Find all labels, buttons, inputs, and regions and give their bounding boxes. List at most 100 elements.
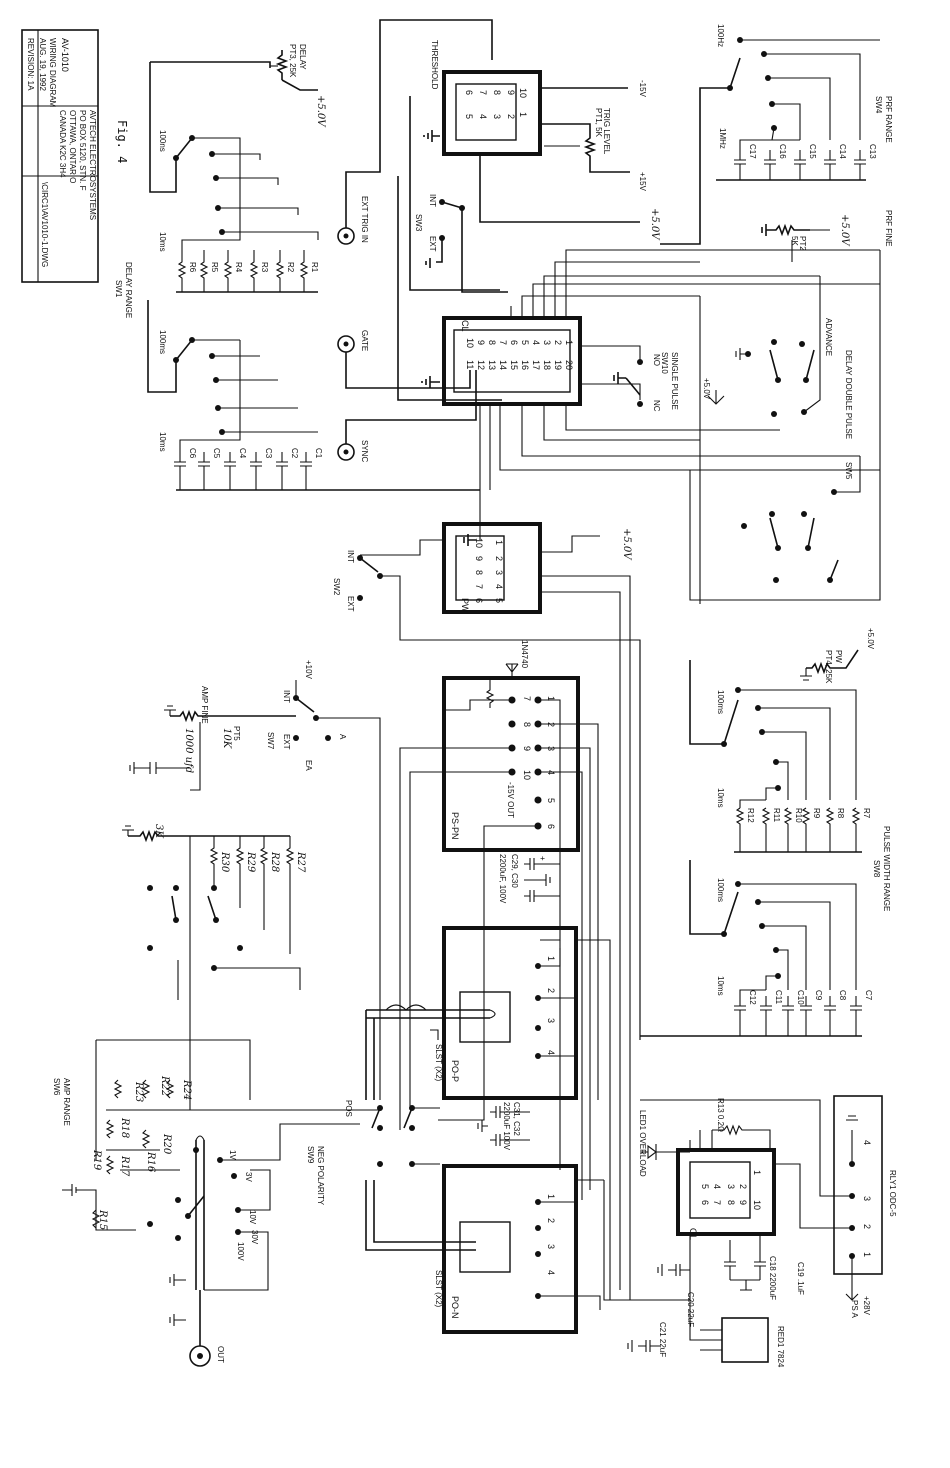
- svg-text:5: 5: [464, 114, 474, 119]
- svg-text:EXT: EXT: [346, 596, 355, 612]
- svg-text:C29, C30: C29, C30: [510, 854, 519, 888]
- svg-text:1000 ufd: 1000 ufd: [183, 728, 194, 773]
- svg-text:SW10: SW10: [660, 352, 669, 374]
- ol-connector: OL 1 2 3 4 5 10 9 8 7 6: [676, 1130, 776, 1240]
- svg-text:A: A: [338, 734, 347, 740]
- svg-text:GATE: GATE: [360, 330, 369, 351]
- svg-text:100V: 100V: [236, 1242, 245, 1261]
- svg-text:10V: 10V: [248, 1210, 257, 1225]
- svg-text:R13 0.2Ω: R13 0.2Ω: [716, 1098, 725, 1132]
- svg-text:2: 2: [738, 1184, 748, 1189]
- svg-text:SW8: SW8: [872, 860, 881, 878]
- svg-text:PW: PW: [834, 650, 843, 663]
- svg-text:2: 2: [506, 114, 516, 119]
- svg-text:ADVANCE: ADVANCE: [824, 318, 833, 356]
- svg-text:C2: C2: [290, 448, 299, 459]
- caps-c31-c32: C31, C32 2200uF 100V: [477, 1102, 530, 1151]
- title-block: AV-1010 WIRING DIAGRAM AUG. 19, 1992 REV…: [21, 29, 99, 283]
- svg-text:+5.0V: +5.0V: [649, 208, 660, 241]
- svg-text:INT: INT: [282, 690, 291, 703]
- sw3-int-ext: INT EXT SW3: [414, 194, 508, 293]
- svg-text:20: 20: [564, 360, 574, 370]
- svg-text:SW7: SW7: [266, 732, 275, 750]
- title-address2: OTTAWA, ONTARIO: [68, 110, 77, 183]
- svg-text:4: 4: [478, 114, 488, 119]
- svg-text:10ms: 10ms: [158, 232, 167, 252]
- svg-text:3V: 3V: [244, 1172, 253, 1182]
- svg-text:10: 10: [518, 88, 528, 98]
- svg-text:18: 18: [542, 360, 552, 370]
- svg-text:SW9: SW9: [306, 1146, 315, 1164]
- svg-text:R6: R6: [188, 262, 197, 273]
- delay-resistors: R6 R5 R4 R3 R2 R1: [176, 145, 319, 293]
- prf-fine-pot: PRF FINE PT2 5K +5.0V: [761, 210, 893, 262]
- sw7-amp-fine: +10V INT EXT SW7 A EA AMP FINE PT5 10K 1…: [129, 660, 381, 1100]
- svg-text:4: 4: [531, 340, 541, 345]
- svg-text:R22: R22: [159, 1075, 170, 1096]
- svg-text:16: 16: [520, 360, 530, 370]
- cl-connector: CL 1 2 3 4 5 6 7 8 9 10 20 19 18 17 16 1…: [421, 249, 880, 540]
- svg-text:+10V: +10V: [304, 660, 313, 680]
- svg-text:1: 1: [546, 696, 556, 701]
- svg-text:6: 6: [700, 1200, 710, 1205]
- svg-text:CL: CL: [460, 320, 470, 332]
- svg-text:13: 13: [487, 360, 497, 370]
- svg-text:R15: R15: [97, 1209, 108, 1230]
- svg-text:4: 4: [494, 584, 504, 589]
- svg-text:PT5: PT5: [232, 726, 241, 741]
- title-model: AV-1010: [60, 38, 70, 72]
- svg-text:2200uF 100V: 2200uF 100V: [502, 1102, 511, 1151]
- svg-text:5: 5: [520, 340, 530, 345]
- svg-text:SYNC: SYNC: [360, 440, 369, 462]
- svg-text:R10: R10: [794, 808, 803, 823]
- svg-text:R23: R23: [133, 1081, 144, 1102]
- title-address3: CANADA K2C 3H4: [58, 110, 67, 178]
- svg-text:PS A: PS A: [850, 1300, 859, 1318]
- svg-text:R11: R11: [772, 808, 781, 823]
- svg-text:C17: C17: [748, 144, 757, 159]
- relay-rly1: RLY1 ODC-5 4 3 2 1 +28V PS A: [640, 1095, 897, 1318]
- amp-selector-resistors: 3K R30 R29 R28 R27: [122, 824, 380, 1111]
- svg-text:R27: R27: [295, 851, 306, 873]
- svg-text:R20: R20: [161, 1133, 172, 1155]
- r13: R13 0.2Ω: [711, 1098, 771, 1150]
- svg-text:8: 8: [487, 340, 497, 345]
- svg-text:PRF RANGE: PRF RANGE: [884, 96, 893, 143]
- svg-text:2: 2: [494, 556, 504, 561]
- svg-text:+5.0V: +5.0V: [702, 378, 711, 400]
- bnc-out: OUT: [189, 1290, 225, 1367]
- svg-text:100ms: 100ms: [158, 330, 167, 354]
- prf-capacitors: C17 C16 C15 C14 C13: [716, 139, 877, 181]
- svg-text:10: 10: [752, 1200, 762, 1210]
- svg-text:30V: 30V: [250, 1230, 259, 1245]
- svg-text:3K: 3K: [153, 824, 164, 838]
- svg-text:AMP FINE: AMP FINE: [200, 686, 209, 724]
- svg-text:R9: R9: [812, 808, 821, 819]
- svg-text:2: 2: [546, 1218, 556, 1223]
- svg-text:4: 4: [546, 1050, 556, 1055]
- svg-text:C12: C12: [748, 990, 757, 1005]
- svg-text:EA: EA: [304, 760, 313, 771]
- svg-text:10ms: 10ms: [716, 976, 725, 996]
- svg-text:R3: R3: [260, 262, 269, 273]
- svg-text:14: 14: [498, 360, 508, 370]
- svg-text:8: 8: [492, 90, 502, 95]
- svg-text:3: 3: [542, 340, 552, 345]
- sw2-int-ext: INT EXT SW2: [332, 539, 641, 1040]
- svg-text:9: 9: [476, 340, 486, 345]
- svg-text:NEG POLARITY: NEG POLARITY: [316, 1146, 325, 1206]
- svg-text:PT2: PT2: [798, 236, 807, 251]
- svg-text:1: 1: [546, 956, 556, 961]
- pw-connector: PW 1 2 3 4 5 10 9 8 7 6 +5.0V: [442, 522, 632, 1300]
- svg-text:2: 2: [862, 1224, 872, 1229]
- svg-text:1N4740: 1N4740: [520, 640, 529, 669]
- svg-text:7: 7: [478, 90, 488, 95]
- svg-text:3: 3: [494, 570, 504, 575]
- svg-text:R30: R30: [219, 851, 230, 873]
- prf-range-switch-sw4: PRF RANGE SW4 100Hz 1MHz C17 C16 C15 C14…: [660, 24, 893, 245]
- svg-text:DELAY DOUBLE PULSE: DELAY DOUBLE PULSE: [844, 350, 853, 439]
- svg-text:R17: R17: [119, 1155, 130, 1177]
- svg-text:10ms: 10ms: [158, 432, 167, 452]
- svg-text:PT1, 5K: PT1, 5K: [594, 108, 603, 138]
